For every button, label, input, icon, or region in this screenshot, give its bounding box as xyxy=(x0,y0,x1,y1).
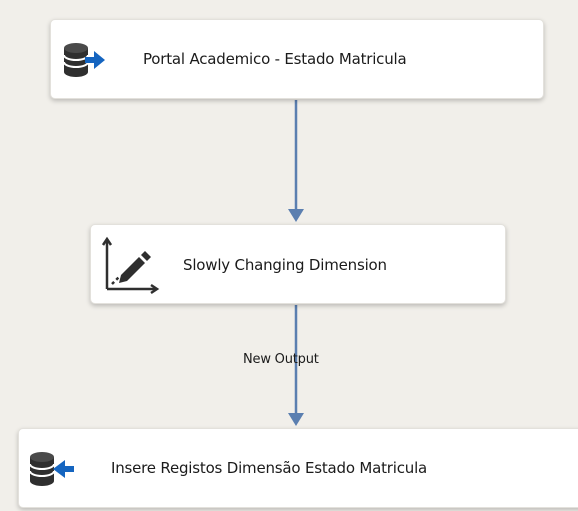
path-label-new-output[interactable]: New Output xyxy=(243,352,319,367)
path-scd-to-destination[interactable] xyxy=(288,305,304,426)
source-component-label: Portal Academico - Estado Matricula xyxy=(143,50,407,68)
destination-component-label: Insere Registos Dimensão Estado Matricul… xyxy=(111,459,428,477)
slowly-changing-dimension-component[interactable]: Slowly Changing Dimension xyxy=(90,224,506,304)
slowly-changing-dimension-icon xyxy=(99,235,161,295)
scd-component-label: Slowly Changing Dimension xyxy=(183,256,387,274)
database-destination-icon xyxy=(29,449,77,489)
path-source-to-scd[interactable] xyxy=(288,100,304,222)
destination-component[interactable]: Insere Registos Dimensão Estado Matricul… xyxy=(18,428,578,508)
source-component[interactable]: Portal Academico - Estado Matricula xyxy=(50,19,544,99)
database-source-icon xyxy=(63,40,109,80)
arrowhead-icon xyxy=(288,209,304,222)
arrowhead-icon xyxy=(288,413,304,426)
